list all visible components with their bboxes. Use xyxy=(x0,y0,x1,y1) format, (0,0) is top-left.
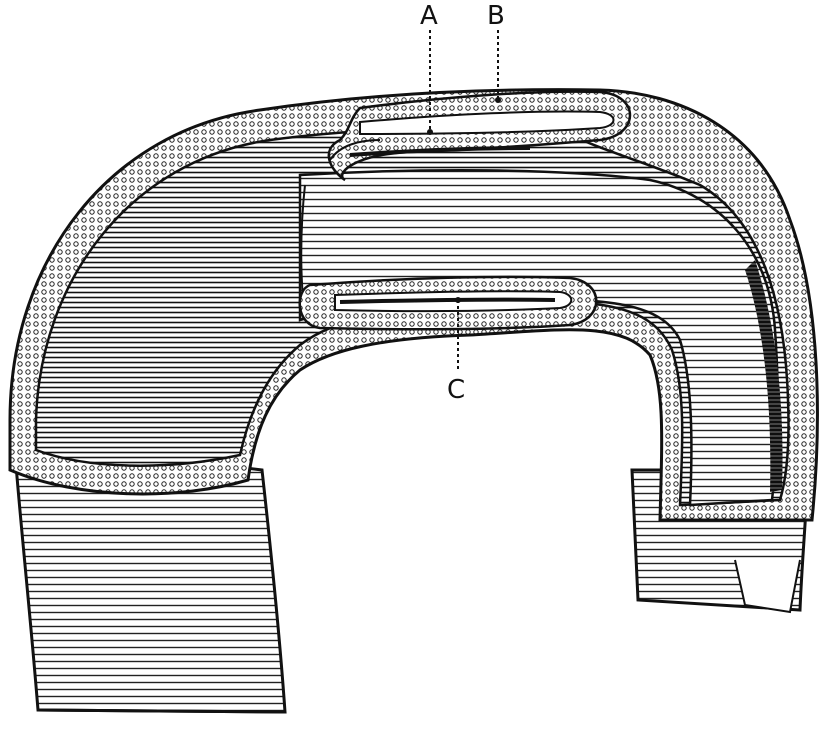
label-a: A xyxy=(420,1,438,31)
right-bend-shading xyxy=(745,260,783,492)
label-leaders xyxy=(427,30,501,372)
label-b: B xyxy=(487,1,505,31)
leader-dot-c xyxy=(455,297,461,303)
lower-fold xyxy=(298,275,598,331)
leader-dot-a xyxy=(427,129,433,135)
leader-dot-b xyxy=(495,97,501,103)
left-intestine-segment xyxy=(12,438,287,714)
label-c: C xyxy=(447,375,465,405)
upper-fold xyxy=(327,90,632,182)
